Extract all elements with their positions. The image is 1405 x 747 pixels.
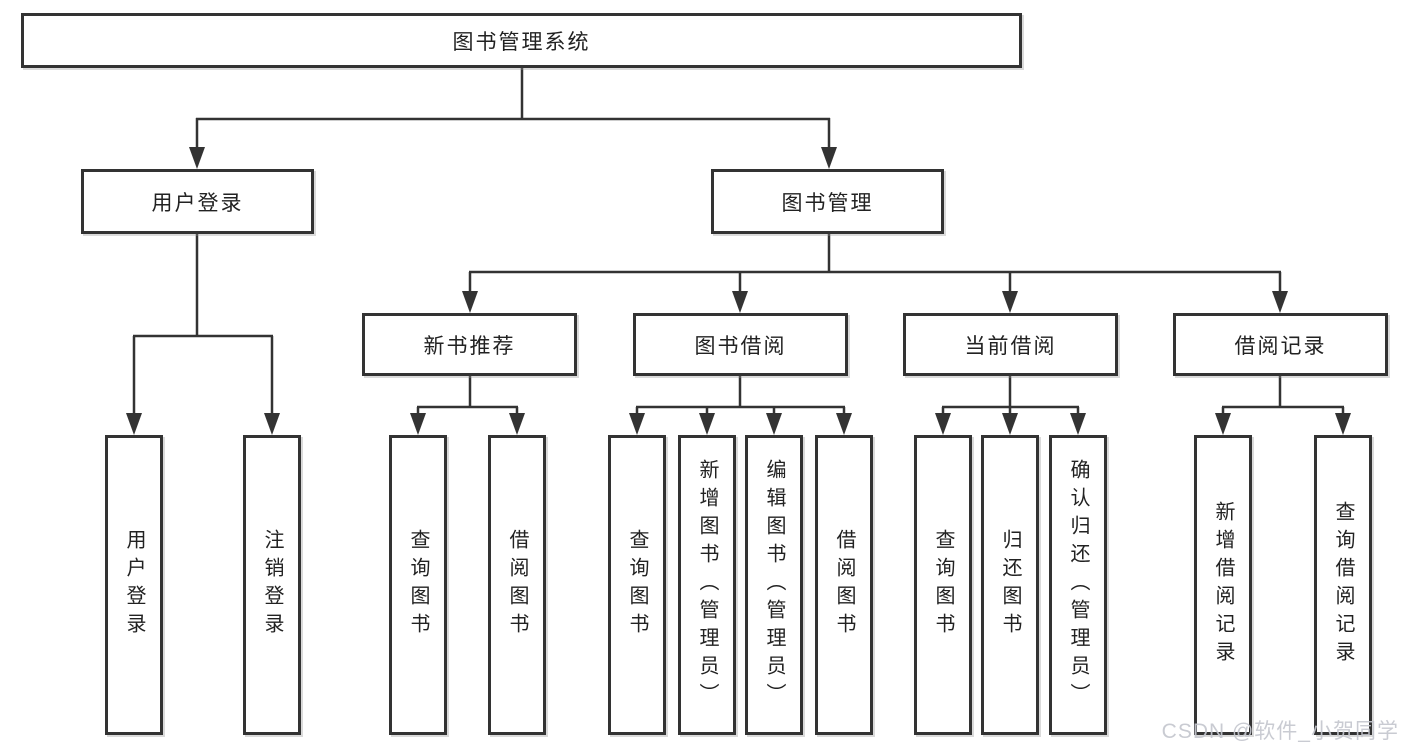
leaf-borrow-books-recommend-label: 借阅图书 <box>506 529 528 641</box>
leaf-query-books-recommend-label: 查询图书 <box>407 529 429 641</box>
leaf-query-books-current-label: 查询图书 <box>932 529 954 641</box>
leaf-add-borrow-record: 新增借阅记录 <box>1194 435 1252 735</box>
node-current-borrowing: 当前借阅 <box>903 313 1118 376</box>
arrow-down-icon <box>821 147 837 169</box>
arrow-down-icon <box>935 413 951 435</box>
arrow-down-icon <box>699 413 715 435</box>
leaf-borrow-books-recommend: 借阅图书 <box>488 435 546 735</box>
leaf-logout-label: 注销登录 <box>261 529 283 641</box>
leaf-add-borrow-record-label: 新增借阅记录 <box>1212 501 1234 669</box>
connector-root-to-level2 <box>195 68 831 150</box>
arrow-down-icon <box>126 413 142 435</box>
arrow-down-icon <box>732 291 748 313</box>
arrow-down-icon <box>1002 413 1018 435</box>
leaf-query-books-current: 查询图书 <box>914 435 972 735</box>
leaf-query-books-borrowing: 查询图书 <box>608 435 666 735</box>
arrow-down-icon <box>189 147 205 169</box>
leaf-return-book-label: 归还图书 <box>999 529 1021 641</box>
arrow-down-icon <box>766 413 782 435</box>
leaf-edit-book-admin-label: 编辑图书（管理员） <box>763 459 785 711</box>
node-user-login: 用户登录 <box>81 169 314 234</box>
node-new-book-recommendation-label: 新书推荐 <box>423 334 516 358</box>
arrow-down-icon <box>1272 291 1288 313</box>
leaf-confirm-return-admin: 确认归还（管理员） <box>1049 435 1107 735</box>
connector-bookmgmt-to-level3 <box>468 234 1282 294</box>
leaf-user-login: 用户登录 <box>105 435 163 735</box>
arrow-down-icon <box>629 413 645 435</box>
arrow-down-icon <box>1002 291 1018 313</box>
arrow-down-icon <box>410 413 426 435</box>
node-borrowing-records-label: 借阅记录 <box>1234 334 1327 358</box>
leaf-query-borrow-record: 查询借阅记录 <box>1314 435 1372 735</box>
node-book-borrowing: 图书借阅 <box>633 313 848 376</box>
arrow-down-icon <box>264 413 280 435</box>
arrow-down-icon <box>1070 413 1086 435</box>
leaf-query-books-recommend: 查询图书 <box>389 435 447 735</box>
leaf-return-book: 归还图书 <box>981 435 1039 735</box>
connector-current-to-leaves <box>941 376 1080 416</box>
node-new-book-recommendation: 新书推荐 <box>362 313 577 376</box>
connector-group <box>132 68 1345 416</box>
arrow-down-icon <box>1335 413 1351 435</box>
leaf-borrow-books-borrowing-label: 借阅图书 <box>833 529 855 641</box>
leaf-borrow-books-borrowing: 借阅图书 <box>815 435 873 735</box>
arrowhead-group <box>126 147 1351 435</box>
csdn-watermark: CSDN @软件_小贺同学 <box>1161 720 1399 743</box>
node-root-label: 图书管理系统 <box>452 30 591 54</box>
node-book-borrowing-label: 图书借阅 <box>694 334 787 358</box>
node-book-management: 图书管理 <box>711 169 944 234</box>
node-book-management-label: 图书管理 <box>781 191 874 215</box>
leaf-add-book-admin-label: 新增图书（管理员） <box>696 459 718 711</box>
connector-userlogin-to-leaves <box>132 234 274 416</box>
arrow-down-icon <box>462 291 478 313</box>
connector-recommend-to-leaves <box>416 376 519 416</box>
node-user-login-label: 用户登录 <box>151 191 244 215</box>
node-root: 图书管理系统 <box>21 13 1022 68</box>
leaf-confirm-return-admin-label: 确认归还（管理员） <box>1067 459 1089 711</box>
leaf-query-books-borrowing-label: 查询图书 <box>626 529 648 641</box>
arrow-down-icon <box>509 413 525 435</box>
leaf-logout: 注销登录 <box>243 435 301 735</box>
leaf-edit-book-admin: 编辑图书（管理员） <box>745 435 803 735</box>
connector-records-to-leaves <box>1221 376 1345 416</box>
node-borrowing-records: 借阅记录 <box>1173 313 1388 376</box>
leaf-query-borrow-record-label: 查询借阅记录 <box>1332 501 1354 669</box>
leaf-add-book-admin: 新增图书（管理员） <box>678 435 736 735</box>
leaf-user-login-label: 用户登录 <box>123 529 145 641</box>
arrow-down-icon <box>1215 413 1231 435</box>
node-current-borrowing-label: 当前借阅 <box>964 334 1057 358</box>
arrow-down-icon <box>836 413 852 435</box>
connector-borrowing-to-leaves <box>635 376 846 416</box>
